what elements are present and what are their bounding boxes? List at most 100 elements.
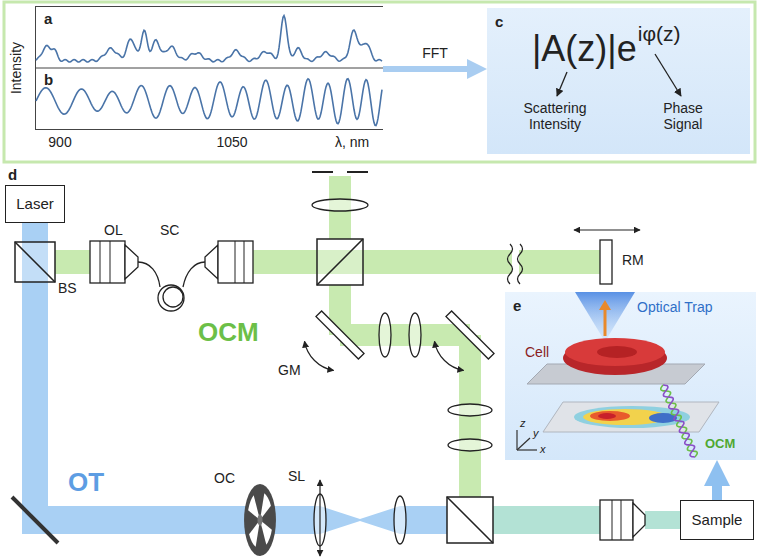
- reference-mirror: [600, 240, 612, 284]
- objective-tip: [633, 503, 645, 537]
- motion-arrow: [574, 229, 640, 230]
- objective-ring: [235, 241, 236, 283]
- axis-title: Intensity: [8, 42, 24, 94]
- trap-panel: eOptical TrapCellzyxOCM: [505, 292, 756, 460]
- lens: [312, 199, 368, 211]
- part-label: BS: [58, 280, 77, 296]
- formula-exponent: iφ(z): [638, 22, 681, 46]
- path-break: [508, 244, 513, 284]
- pinhole: [312, 171, 333, 173]
- formula: |A(z)|e: [532, 28, 637, 69]
- objective-ring: [110, 241, 111, 283]
- objective-tip: [205, 245, 218, 279]
- pinhole: [347, 171, 368, 173]
- part-label: SC: [160, 222, 179, 238]
- laser-box: Laser: [5, 185, 65, 223]
- motion-arrow: [319, 480, 320, 556]
- objective-tip: [125, 245, 138, 279]
- panel-letter: b: [44, 71, 53, 88]
- lens: [394, 496, 406, 544]
- signal-panel: c |A(z)|eiφ(z) Scattering Intensity Phase S…: [487, 8, 750, 154]
- optical-chopper: [244, 484, 276, 556]
- path-label: OCM: [198, 318, 259, 348]
- trap-beam: [400, 506, 447, 534]
- image-plane: [543, 402, 719, 432]
- phase-map: [598, 413, 616, 419]
- objective-ring: [100, 241, 101, 283]
- box-label: Laser: [16, 195, 54, 212]
- trap-illustration: [505, 292, 756, 460]
- dichroic-cube: [447, 497, 493, 543]
- chopper-wheel: [244, 484, 276, 556]
- objective-lens: [600, 500, 633, 540]
- combined-beam: [493, 506, 600, 534]
- part-label: GM: [278, 362, 301, 378]
- beam-splitter: [15, 242, 55, 282]
- lens: [448, 439, 492, 451]
- fiber: [138, 262, 160, 287]
- combined-beam: [645, 511, 680, 529]
- axis-line: [517, 449, 537, 450]
- rotation-arrow: [435, 341, 464, 370]
- beam-splitter: [317, 239, 363, 285]
- axis-label: x: [540, 443, 546, 456]
- output-label: Phase Signal: [647, 100, 719, 132]
- fiber-loop: [158, 285, 184, 311]
- trap-cone: [575, 292, 635, 340]
- spectrum-curves: [36, 7, 383, 129]
- part-label: SL: [288, 468, 305, 484]
- spectrum-curve: [36, 16, 382, 62]
- connector-arrow: [712, 486, 722, 500]
- beam-splitter-face: [317, 239, 363, 285]
- ocm-wave: [663, 385, 695, 457]
- objective-ring: [244, 241, 245, 283]
- part-label: OL: [104, 222, 123, 238]
- lens: [448, 404, 492, 416]
- ocm-label: OCM: [705, 437, 735, 452]
- phase-map: [590, 411, 630, 421]
- panel-frame: [4, 2, 755, 162]
- tick-label: 900: [48, 134, 71, 150]
- cell-top: [565, 338, 665, 366]
- spectrum-plot: ab: [35, 6, 383, 130]
- fiber: [183, 262, 205, 287]
- axis-unit: λ, nm: [335, 134, 369, 150]
- ocm-beam: [253, 250, 600, 274]
- cell-label: Cell: [525, 344, 549, 360]
- path-break: [518, 244, 523, 284]
- split-arrow: [655, 54, 681, 96]
- trap-label: Optical Trap: [637, 299, 712, 315]
- axis-label: z: [520, 417, 526, 430]
- chopper-hub: [257, 514, 262, 525]
- axis-label: y: [533, 427, 539, 440]
- panel-letter: c: [495, 13, 503, 30]
- interference-curve: [36, 79, 382, 126]
- axis-line: [516, 430, 517, 450]
- split-arrow: [557, 72, 567, 96]
- plot-divider: [36, 68, 383, 69]
- edge-label: FFT: [420, 45, 450, 61]
- dichroic-face: [447, 497, 493, 543]
- axis-line: [517, 438, 530, 450]
- part-label: RM: [622, 252, 644, 268]
- objective-lens: [90, 241, 125, 283]
- objective-lens: [218, 241, 253, 283]
- tick-label: 1050: [216, 134, 247, 150]
- ocm-beam: [340, 324, 470, 346]
- part-label: OC: [214, 470, 235, 486]
- panel-letter: d: [8, 166, 17, 183]
- output-label: Scattering Intensity: [505, 100, 605, 132]
- sample-box: Sample: [680, 500, 754, 540]
- panel-letter: a: [44, 10, 52, 27]
- beam-splitter-face: [15, 242, 55, 282]
- cell-dimple: [597, 346, 637, 358]
- galvo-mirror: [446, 311, 494, 359]
- rotation-arrow: [305, 341, 334, 370]
- connector-arrow: [383, 66, 467, 72]
- objective-ring: [612, 500, 613, 540]
- lens: [379, 313, 391, 357]
- fiber-loop: [163, 287, 183, 307]
- ocm-beam: [55, 250, 90, 274]
- mirror: [12, 497, 58, 543]
- box-label: Sample: [692, 511, 743, 528]
